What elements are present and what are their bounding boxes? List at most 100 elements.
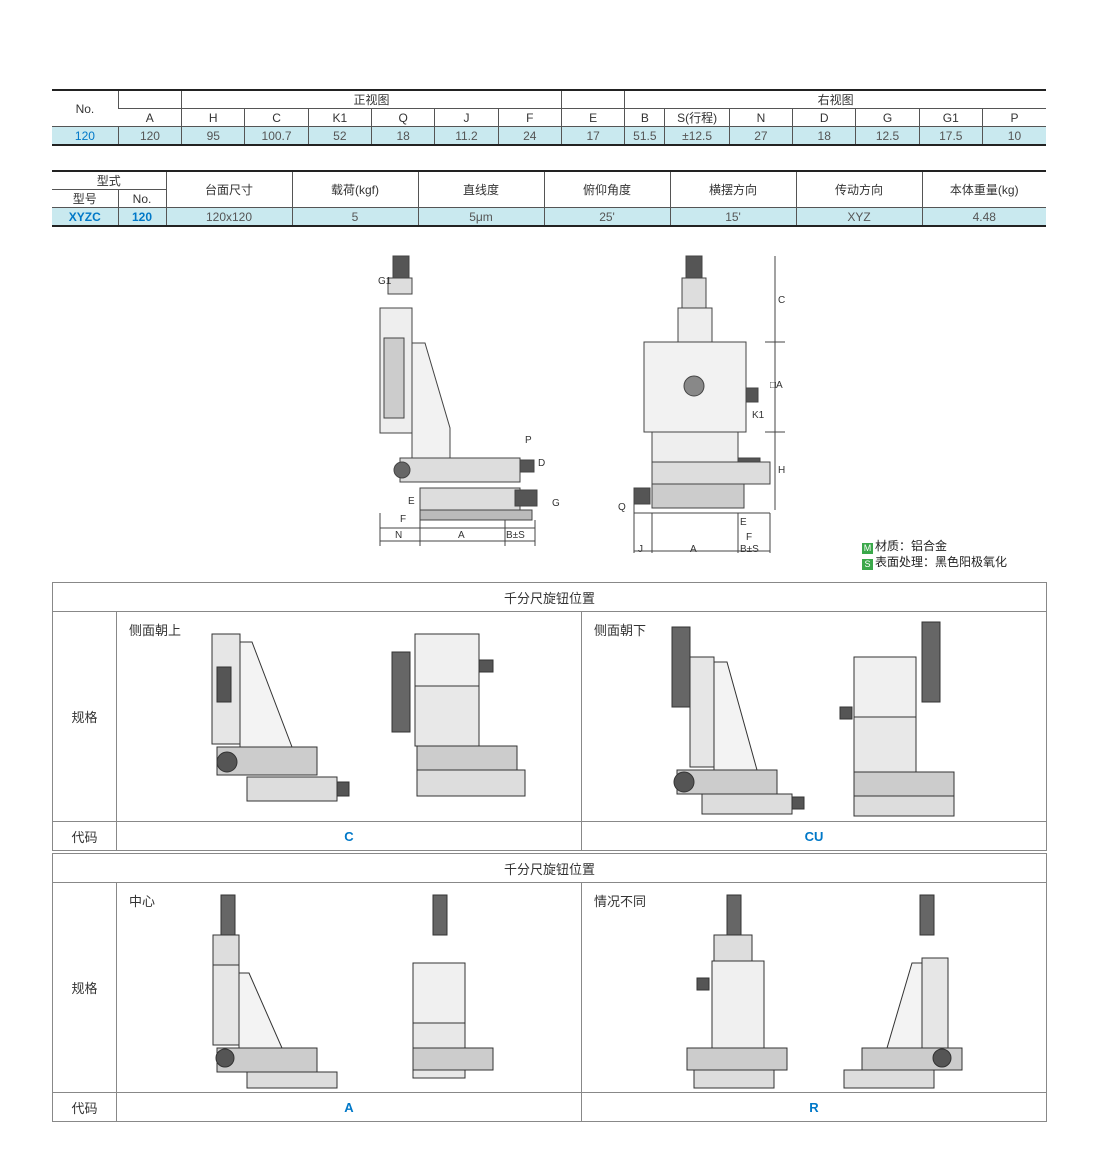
option-code: C	[116, 821, 582, 851]
model-header: 型号	[52, 189, 118, 208]
cell: 18	[792, 126, 856, 146]
row-no: 120	[52, 126, 119, 146]
cell: 17	[560, 126, 625, 146]
col-header: C	[244, 108, 309, 127]
cell: 5	[291, 207, 419, 227]
drawing-label: H	[778, 465, 785, 476]
col-header: K1	[307, 108, 372, 127]
drawing-label: P	[525, 435, 532, 446]
right-view-header: 右视图	[624, 89, 1046, 109]
drawing-label: C	[778, 295, 785, 306]
col-header: B	[624, 108, 665, 127]
cell: 52	[307, 126, 372, 146]
drawing-label: A	[690, 544, 697, 555]
drawing-label: J	[638, 544, 643, 555]
drawing-label: B±S	[740, 544, 759, 555]
code-label: 代码	[52, 1092, 117, 1122]
col-header: Q	[370, 108, 435, 127]
type-header: 型式	[52, 170, 167, 190]
drawing-label: Q	[618, 502, 626, 513]
spec-label: 规格	[52, 882, 117, 1093]
col-header: H	[181, 108, 245, 127]
stage-illustration	[671, 621, 955, 817]
col-header: D	[792, 108, 856, 127]
drawing-label: K1	[752, 410, 765, 421]
col-header: A	[118, 108, 182, 127]
no-cell: 120	[117, 207, 167, 227]
cell: XYZ	[795, 207, 923, 227]
spec-header: 台面尺寸	[165, 170, 293, 208]
stage-illustration	[212, 894, 494, 1089]
drawing-label: E	[740, 517, 747, 528]
drawing-label: N	[395, 530, 402, 541]
cell: 11.2	[434, 126, 499, 146]
drawing-label: A	[458, 530, 465, 541]
col-header: J	[434, 108, 499, 127]
col-header: G	[855, 108, 920, 127]
option-name: 中心	[129, 894, 156, 909]
option-cell-left: 中心	[116, 882, 582, 1093]
spec-header: 本体重量(kg)	[921, 170, 1047, 208]
cell: 25'	[543, 207, 671, 227]
cell: 4.48	[921, 207, 1047, 227]
spec-header: 载荷(kgf)	[291, 170, 419, 208]
option-cell-left: 侧面朝上	[116, 611, 582, 822]
technical-drawings: G1 P D E F N A B±S G C □A K1 H Q E F J A…	[378, 255, 785, 555]
cell: 95	[181, 126, 245, 146]
spec-header: 传动方向	[795, 170, 923, 208]
no-header: No.	[117, 189, 167, 208]
drawing-label: D	[538, 458, 545, 469]
stage-illustration	[211, 633, 526, 802]
cell: 15'	[669, 207, 797, 227]
cell: 5μm	[417, 207, 545, 227]
option-cell-right: 情况不同	[581, 882, 1047, 1093]
cell: 18	[370, 126, 435, 146]
model-cell: XYZC	[52, 207, 118, 227]
option-title: 千分尺旋钮位置	[52, 582, 1047, 612]
no-header: No.	[52, 89, 119, 127]
spec-header: 横摆方向	[669, 170, 797, 208]
drawing-label: G1	[378, 276, 392, 287]
spec-label: 规格	[52, 611, 117, 822]
drawing-label: □A	[770, 380, 783, 391]
option-code: A	[116, 1092, 582, 1122]
drawing-label: F	[400, 514, 406, 525]
col-header: N	[728, 108, 793, 127]
cell: 12.5	[855, 126, 920, 146]
col-header: G1	[918, 108, 983, 127]
surface-text: 表面处理：黑色阳极氧化	[875, 555, 1008, 569]
option-code: CU	[581, 821, 1047, 851]
option-table-1: 千分尺旋钮位置 规格 侧面朝上 侧面朝下	[52, 582, 1047, 851]
cell: 17.5	[918, 126, 983, 146]
col-header: P	[981, 108, 1046, 127]
dimension-table: No. 正视图 右视图 A H C K1 Q J F E B S(行程) N D…	[52, 89, 1046, 146]
cell: 27	[728, 126, 793, 146]
spec-table: 型式 台面尺寸 载荷(kgf) 直线度 俯仰角度 横摆方向 传动方向 本体重量(…	[52, 170, 1047, 227]
option-table-2: 千分尺旋钮位置 规格 中心 情况不同	[52, 853, 1047, 1122]
drawing-label: B±S	[506, 530, 525, 541]
option-cell-right: 侧面朝下	[581, 611, 1047, 822]
code-label: 代码	[52, 821, 117, 851]
cell: 120	[117, 126, 182, 146]
stage-illustration	[686, 894, 963, 1089]
option-name: 侧面朝上	[129, 623, 182, 638]
col-header: S(行程)	[664, 108, 730, 127]
option-title: 千分尺旋钮位置	[52, 853, 1047, 883]
table-row: 120 120 95 100.7 52 18 11.2 24 17 51.5 ±…	[52, 126, 1046, 146]
cell: 51.5	[624, 126, 665, 146]
col-header: E	[560, 108, 625, 127]
cell: ±12.5	[664, 126, 730, 146]
cell: 10	[981, 126, 1046, 146]
cell: 24	[497, 126, 562, 146]
option-name: 情况不同	[594, 894, 647, 909]
material-badge: M	[862, 543, 873, 554]
front-view-header: 正视图	[181, 89, 562, 109]
surface-badge: S	[862, 559, 873, 570]
drawing-label: F	[746, 532, 752, 543]
spec-header: 直线度	[417, 170, 545, 208]
side-view-drawing	[633, 255, 785, 553]
col-header: F	[497, 108, 562, 127]
front-view-drawing	[379, 255, 538, 546]
spec-header: 俯仰角度	[543, 170, 671, 208]
